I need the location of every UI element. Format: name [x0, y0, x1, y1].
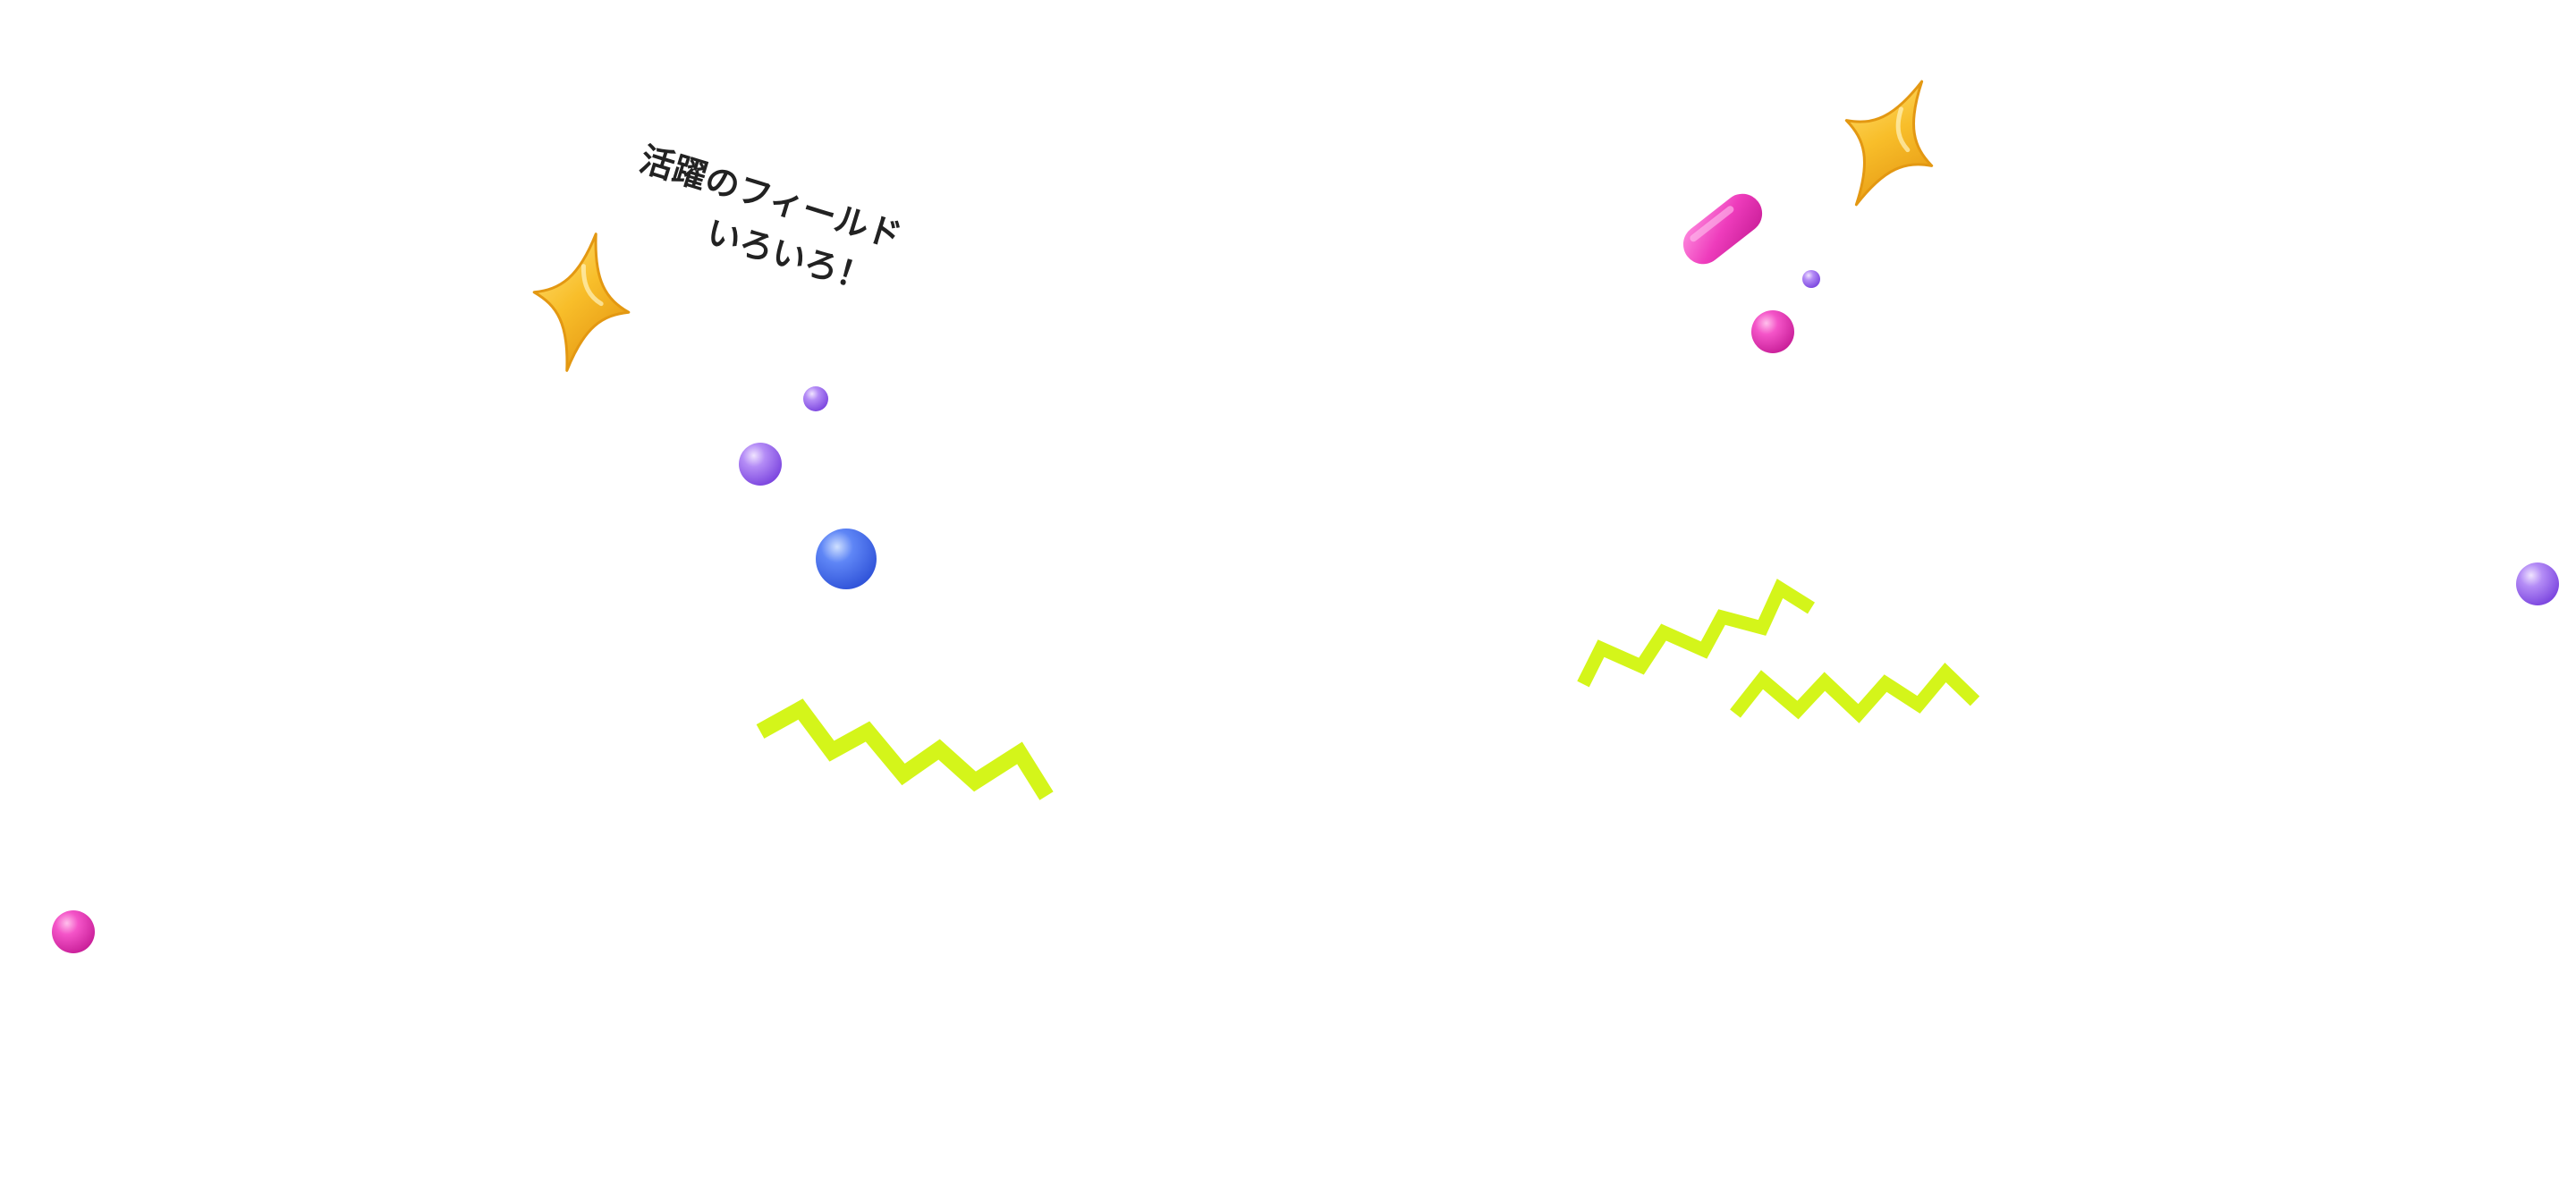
bubble-icon — [803, 386, 828, 411]
bubble-icon — [816, 529, 877, 589]
zigzag-icon — [756, 698, 1054, 800]
bubble-icon — [1802, 270, 1820, 288]
star-icon — [1844, 80, 1934, 207]
capsule-icon — [1682, 193, 1763, 265]
zigzag-icon — [1577, 579, 1815, 688]
zigzag-icon — [1730, 662, 1980, 723]
bubble-icon — [739, 443, 782, 486]
bubble-icon — [2516, 562, 2559, 605]
star-icon — [532, 233, 631, 372]
bubble-icon — [52, 910, 95, 953]
bubble-icon — [1751, 310, 1794, 353]
